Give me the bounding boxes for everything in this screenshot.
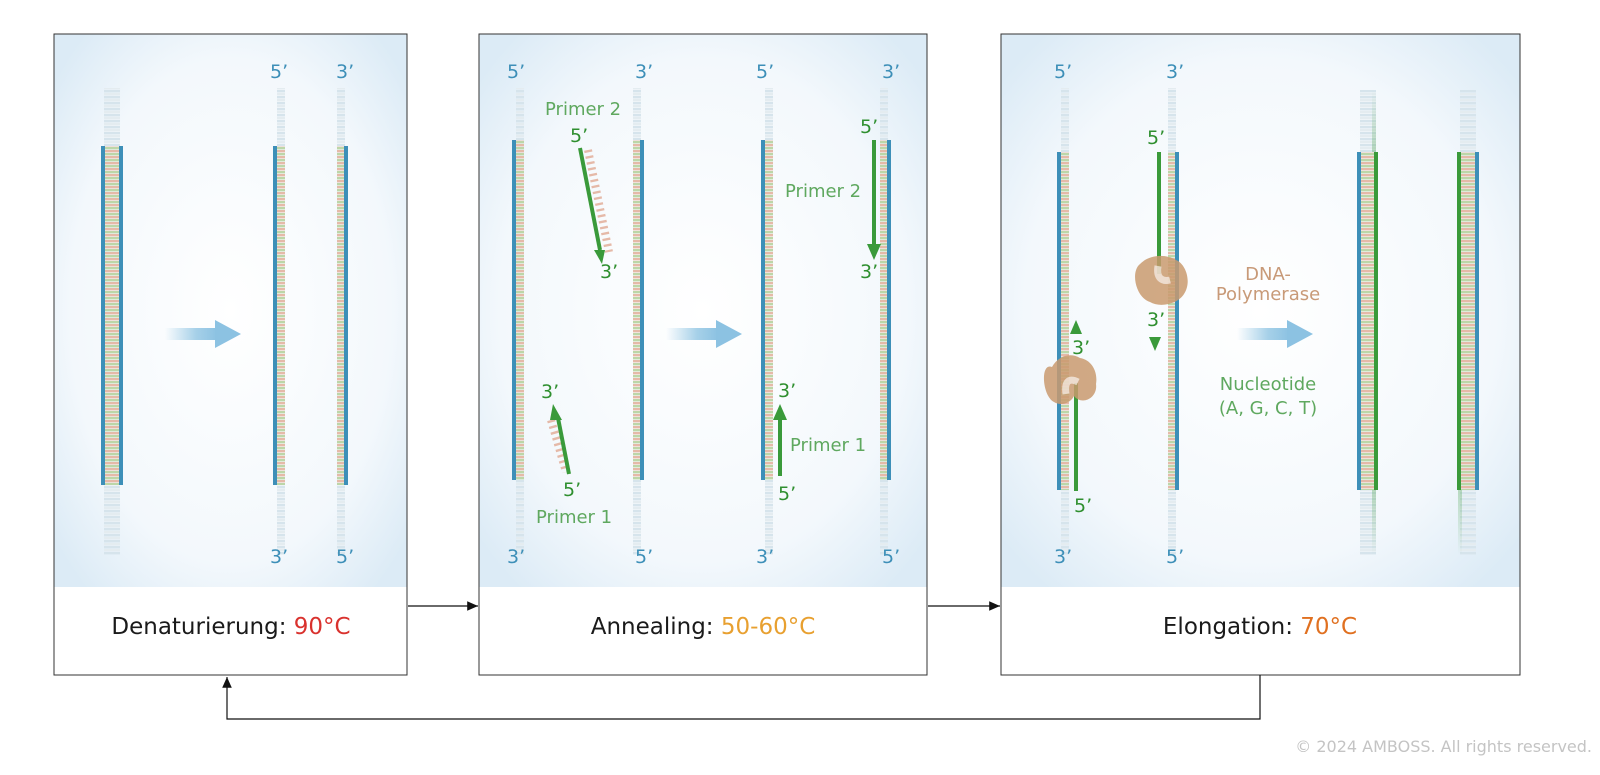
end-label-5prime: 5’	[270, 61, 288, 83]
panel-2-image-area	[479, 34, 927, 587]
step-name: Annealing:	[591, 614, 721, 640]
end-label-5prime: 5’	[756, 61, 774, 83]
panel-2-caption-area	[479, 587, 927, 675]
strand-being-elongated	[1057, 88, 1082, 555]
step-temperature: 50-60°C	[721, 614, 815, 640]
panel-1-caption: Denaturierung: 90°C	[111, 614, 350, 640]
process-arrow-1	[165, 320, 241, 348]
strand-being-elongated	[1149, 88, 1179, 555]
nucleotide-label-line1: Nucleotide	[1220, 374, 1316, 395]
panel-2-caption: Annealing: 50-60°C	[591, 614, 816, 640]
end-label-5prime: 5’	[882, 546, 900, 568]
primer-1-label: Primer 1	[536, 507, 612, 528]
primer-end-3prime: 3’	[778, 380, 796, 402]
single-strand	[512, 88, 524, 555]
polymerase-label-line1: DNA-	[1245, 264, 1291, 285]
panel-3-caption-area	[1001, 587, 1520, 675]
process-arrow-2	[666, 320, 742, 348]
panel-elongation: 5’ 3’ 3’ 5’ 5’ 3’ 3’ 5’ DNA- Polymerase …	[1000, 33, 1521, 676]
end-label-3prime: 3’	[1166, 61, 1184, 83]
cycle-return-arrow	[222, 675, 1261, 720]
dna-polymerase-shape	[1135, 255, 1188, 305]
primer-end-5prime: 5’	[563, 479, 581, 501]
single-strand-with-primer-2	[867, 88, 891, 555]
end-label-5prime: 5’	[507, 61, 525, 83]
growing-end-3prime: 3’	[1072, 337, 1090, 359]
step-name: Denaturierung:	[111, 614, 293, 640]
double-strand-dna	[101, 88, 123, 555]
end-label-5prime: 5’	[1166, 546, 1184, 568]
single-strand-left	[273, 88, 285, 555]
nucleotide-label-line2: (A, G, C, T)	[1219, 398, 1317, 419]
end-label-5prime: 5’	[635, 546, 653, 568]
step-temperature: 70°C	[1300, 614, 1357, 640]
process-arrow-3	[1237, 320, 1313, 348]
end-label-3prime: 3’	[635, 61, 653, 83]
single-strand-with-primer-1	[761, 88, 787, 555]
primer-end-5prime: 5’	[1147, 127, 1165, 149]
panel-3-image-area	[1001, 34, 1520, 587]
end-label-5prime: 5’	[1054, 61, 1072, 83]
primer-end-5prime: 5’	[570, 125, 588, 147]
end-label-3prime: 3’	[507, 546, 525, 568]
end-label-3prime: 3’	[336, 61, 354, 83]
panel-denaturation: 5’ 3’ 3’ 5’ Denaturierung: 90°C	[53, 33, 408, 676]
panel-3-caption: Elongation: 70°C	[1163, 614, 1357, 640]
end-label-3prime: 3’	[756, 546, 774, 568]
primer-1-label: Primer 1	[790, 435, 866, 456]
primer-end-5prime: 5’	[1074, 495, 1092, 517]
end-label-5prime: 5’	[336, 546, 354, 568]
primer-end-5prime: 5’	[860, 116, 878, 138]
primer-2-label: Primer 2	[545, 99, 621, 120]
polymerase-label-line2: Polymerase	[1216, 284, 1320, 305]
primer-2-free	[578, 147, 613, 264]
primer-end-3prime: 3’	[541, 381, 559, 403]
single-strand	[633, 88, 644, 555]
primer-end-5prime: 5’	[778, 483, 796, 505]
panel-1-border	[53, 33, 408, 676]
panel-2-border	[478, 33, 928, 676]
growing-end-3prime: 3’	[1147, 309, 1165, 331]
step-temperature: 90°C	[294, 614, 351, 640]
panel-annealing: Primer 2 5’ 3’ 3’ 5’ Primer 1 5’ 3’ 3’ 5…	[478, 33, 928, 676]
step-name: Elongation:	[1163, 614, 1300, 640]
end-label-3prime: 3’	[1054, 546, 1072, 568]
end-label-3prime: 3’	[882, 61, 900, 83]
dna-polymerase-shape	[1043, 355, 1097, 404]
primer-end-3prime: 3’	[860, 261, 878, 283]
single-strand-right	[337, 88, 348, 555]
copyright-notice: © 2024 AMBOSS. All rights reserved.	[1295, 737, 1592, 756]
end-label-3prime: 3’	[270, 546, 288, 568]
primer-1-free	[547, 404, 571, 475]
completed-double-strand	[1457, 90, 1479, 555]
primer-end-3prime: 3’	[600, 261, 618, 283]
completed-double-strand	[1357, 90, 1378, 555]
primer-2-label: Primer 2	[785, 181, 861, 202]
panel-1-caption-area	[54, 587, 407, 675]
